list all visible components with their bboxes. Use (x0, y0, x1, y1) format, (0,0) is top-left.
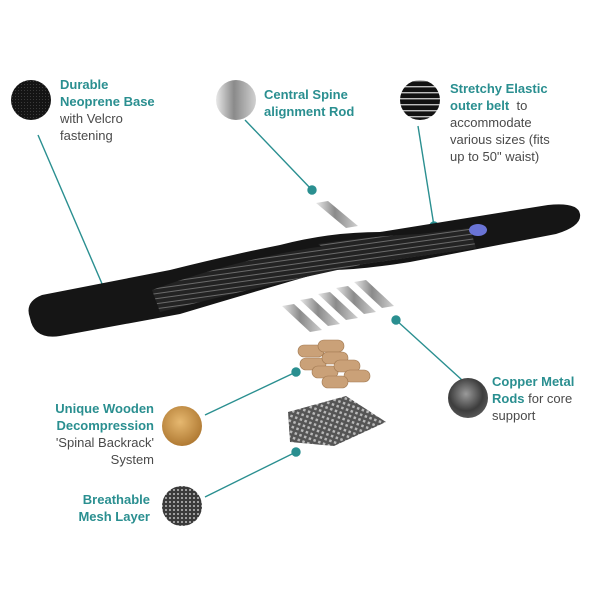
elastic-title-2: outer belt (450, 98, 510, 113)
metal-rod (354, 280, 394, 308)
elastic-desc-1: accommodate (450, 115, 532, 130)
mesh-title-1: Breathable (82, 492, 150, 507)
metal-rod (282, 304, 322, 332)
belt-elastic-panel-right (318, 228, 476, 266)
spine-leader-dot (307, 185, 317, 195)
wood-block (317, 339, 345, 353)
metal-rod (318, 292, 358, 320)
neoprene-desc-2: fastening (60, 128, 113, 143)
central-spine-rod (316, 201, 358, 228)
copper-leader (395, 319, 463, 381)
wooden-desc-2: System (110, 452, 154, 467)
copper-inline: for core (528, 391, 573, 406)
copper-metal-rods (282, 280, 394, 332)
elastic-leader (417, 125, 435, 227)
wooden-title-1: Unique Wooden (55, 401, 154, 416)
wooden-leader (204, 371, 297, 416)
neoprene-leader (37, 134, 110, 301)
copper-title-2: Rods (492, 391, 525, 406)
copper-leader-dot (391, 315, 401, 325)
spine-title-1: Central Spine (264, 87, 348, 102)
metal-swatch-icon (216, 80, 256, 120)
neoprene-swatch-icon (11, 80, 51, 120)
belt-elastic-panel-left (152, 246, 360, 312)
wooden-title-2: Decompression (56, 418, 154, 433)
copper-title-1: Copper Metal (492, 374, 575, 389)
copper-desc-1: support (492, 408, 536, 423)
neoprene-title-2: Neoprene Base (60, 94, 155, 109)
mesh-title-2: Mesh Layer (78, 509, 150, 524)
spine-leader (244, 119, 313, 191)
elastic-swatch-icon (400, 80, 440, 120)
elastic-desc-3: up to 50" waist) (450, 149, 540, 164)
wood-block (321, 375, 349, 389)
copper-swatch-icon (448, 378, 488, 418)
wooden-desc-1: 'Spinal Backrack' (55, 435, 154, 450)
wood-swatch-icon (162, 406, 202, 446)
belt-logo-icon (469, 224, 487, 236)
mesh-callout: Breathable Mesh Layer (10, 491, 150, 525)
back-belt (28, 204, 581, 337)
mesh-swatch-icon (162, 486, 202, 526)
neoprene-desc-1: with Velcro (60, 111, 123, 126)
metal-rod (300, 298, 340, 326)
mesh-leader-dot (291, 447, 301, 457)
spine-title-2: alignment Rod (264, 104, 355, 119)
neoprene-title-1: Durable (60, 77, 109, 92)
wood-block (343, 369, 371, 383)
wooden-callout: Unique Wooden Decompression 'Spinal Back… (10, 400, 154, 468)
wooden-leader-dot (291, 367, 301, 377)
swatches (11, 80, 488, 526)
metal-rod (336, 286, 376, 314)
elastic-title-1: Stretchy Elastic (450, 81, 548, 96)
elastic-inline: to (516, 98, 528, 113)
elastic-callout: Stretchy Elastic outer belt to accommoda… (450, 80, 600, 165)
neoprene-callout: Durable Neoprene Base with Velcro fasten… (60, 76, 210, 144)
mesh-leader (204, 451, 297, 498)
elastic-desc-2: various sizes (fits (450, 132, 550, 147)
spine-callout: Central Spine alignment Rod (264, 86, 394, 120)
breathable-mesh-sheet (288, 396, 386, 446)
wooden-decompression-blocks (297, 339, 371, 389)
copper-callout: Copper Metal Rods for core support (492, 373, 600, 424)
